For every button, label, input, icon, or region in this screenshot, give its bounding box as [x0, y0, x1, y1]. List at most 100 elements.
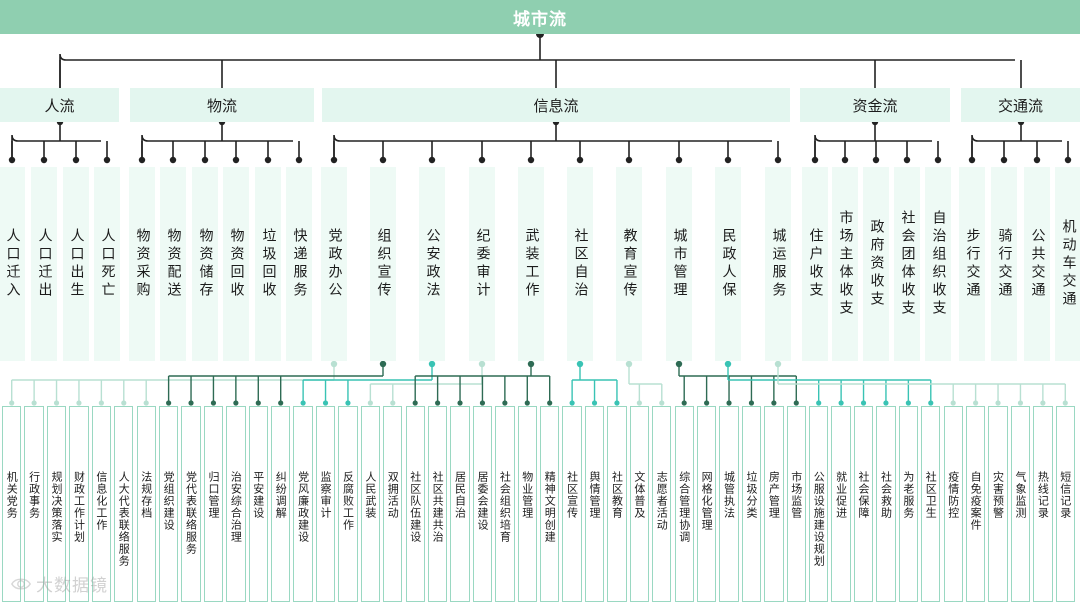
connector-line — [141, 134, 149, 160]
leaf-node: 短信记录 — [1055, 406, 1075, 602]
sub-node-label: 政府资收支 — [868, 219, 885, 309]
sub-node: 政府资收支 — [863, 167, 889, 361]
sub-junction-dot — [169, 156, 177, 164]
leaf-label: 信息化工作 — [94, 471, 108, 531]
leaf-label: 物业管理 — [520, 471, 534, 519]
leaf-label: 灾害预警 — [991, 471, 1005, 519]
leaf-dot — [726, 400, 732, 406]
leaf-node: 就业促进 — [831, 406, 851, 602]
leaf-node: 财政工作计划 — [69, 406, 89, 602]
leaf-node: 人大代表联络服务 — [114, 406, 134, 602]
sub-junction-dot — [527, 156, 535, 164]
sub-node-label: 社会团体收支 — [899, 210, 916, 318]
sub-node: 民政人保 — [715, 167, 741, 361]
leaf-label: 房产管理 — [767, 471, 781, 519]
leaf-label: 文体普及 — [632, 471, 646, 519]
leaf-label: 社会组织培育 — [498, 471, 512, 543]
leaf-node: 机关党务 — [2, 406, 22, 602]
leaf-dot — [367, 400, 373, 406]
category-2: 信息流 — [322, 88, 790, 122]
leaf-label: 人民武装 — [363, 471, 377, 519]
sub-node: 人口迁入 — [0, 167, 25, 361]
category-label: 交通流 — [997, 96, 1043, 115]
sub-node: 城市管理 — [666, 167, 692, 361]
leaf-node: 社会保障 — [853, 406, 874, 602]
leaf-label: 热线记录 — [1036, 471, 1050, 519]
leaf-node: 志愿者活动 — [652, 406, 672, 602]
sub-node: 人口死亡 — [94, 167, 120, 361]
leaf-dot — [636, 400, 642, 406]
sub-node: 党政办公 — [321, 167, 347, 361]
leaf-label: 党代表联络服务 — [184, 471, 198, 555]
sub-junction-dot — [675, 156, 683, 164]
sub-node: 物资配送 — [160, 167, 186, 361]
sub-node-label: 党政办公 — [326, 228, 343, 300]
sub-node: 教育宣传 — [616, 167, 642, 361]
leaf-dot — [928, 400, 934, 406]
leaf-label: 自免疫案件 — [969, 471, 983, 531]
leaf-label: 双拥活动 — [386, 471, 400, 519]
category-0: 人流 — [0, 88, 119, 122]
sub-node: 机动车交通 — [1055, 167, 1080, 361]
leaf-label: 纠纷调解 — [274, 471, 288, 519]
leaf-dot — [838, 400, 844, 406]
leaf-node: 归口管理 — [203, 406, 224, 602]
sub-node-label: 物资回收 — [228, 228, 245, 300]
leaf-dot — [547, 400, 553, 406]
leaf-node: 公服设施建设规划 — [809, 406, 829, 602]
leaf-label: 社会救助 — [879, 471, 893, 519]
leaf-label: 平安建设 — [251, 471, 265, 519]
leaf-dot — [76, 400, 82, 406]
sub-node-label: 人口迁出 — [36, 228, 53, 300]
leaf-node: 法规存档 — [136, 406, 156, 602]
watermark-text: 大数据镜 — [36, 576, 108, 596]
sub-node: 人口出生 — [63, 167, 89, 361]
connector-line — [59, 53, 67, 88]
leaf-label: 公服设施建设规划 — [812, 471, 826, 567]
leaf-dot — [1040, 400, 1046, 406]
leaf-dot — [524, 400, 530, 406]
leaf-label: 社会保障 — [856, 471, 870, 519]
root-node: 城市流 — [0, 0, 1080, 34]
sub-node-label: 城运服务 — [770, 228, 787, 300]
leaf-label: 垃圾分类 — [744, 471, 758, 519]
leaf-node: 市场监管 — [786, 406, 806, 602]
sub-node: 组织宣传 — [370, 167, 396, 361]
leaf-label: 疫情防控 — [946, 471, 960, 519]
leaf-dot — [233, 400, 239, 406]
leaf-dot — [905, 400, 911, 406]
sub-node: 物资储存 — [192, 167, 218, 361]
leaf-dot — [860, 400, 867, 406]
sub-junction-dot — [379, 156, 387, 164]
leaf-node: 居民自治 — [450, 406, 470, 602]
sub-junction-dot — [72, 156, 80, 164]
leaf-node: 舆情管理 — [584, 406, 605, 602]
sub-node: 快递服务 — [286, 167, 312, 361]
leaf-node: 社区宣传 — [562, 406, 582, 602]
leaf-label: 综合管理协调 — [677, 471, 691, 543]
leaf-dot — [121, 400, 127, 406]
leaf-dot — [704, 400, 710, 406]
sub-junction-dot — [625, 156, 633, 164]
leaf-node: 信息化工作 — [91, 406, 112, 602]
sub-node: 物资采购 — [129, 167, 155, 361]
sub-node-label: 市场主体收支 — [837, 210, 854, 318]
leaf-node: 房产管理 — [764, 406, 784, 602]
category-4: 交通流 — [961, 88, 1080, 122]
leaf-dot — [748, 400, 755, 406]
leaf-label: 机关党务 — [5, 471, 19, 519]
leaf-node: 党代表联络服务 — [181, 406, 201, 602]
leaf-node: 城管执法 — [719, 406, 739, 602]
sub-node: 市场主体收支 — [832, 167, 858, 361]
sub-node-label: 自治组织收支 — [930, 210, 947, 318]
sub-node: 自治组织收支 — [925, 167, 951, 361]
leaf-label: 党风廉政建设 — [296, 471, 310, 543]
leaf-label: 就业促进 — [834, 471, 848, 519]
leaf-label: 居民自治 — [453, 471, 467, 519]
category-3: 资金流 — [800, 88, 950, 122]
leaf-label: 社区教育 — [610, 471, 624, 519]
sub-junction-dot — [232, 156, 240, 164]
leaf-dot — [793, 400, 799, 406]
category-label: 人流 — [44, 96, 75, 115]
